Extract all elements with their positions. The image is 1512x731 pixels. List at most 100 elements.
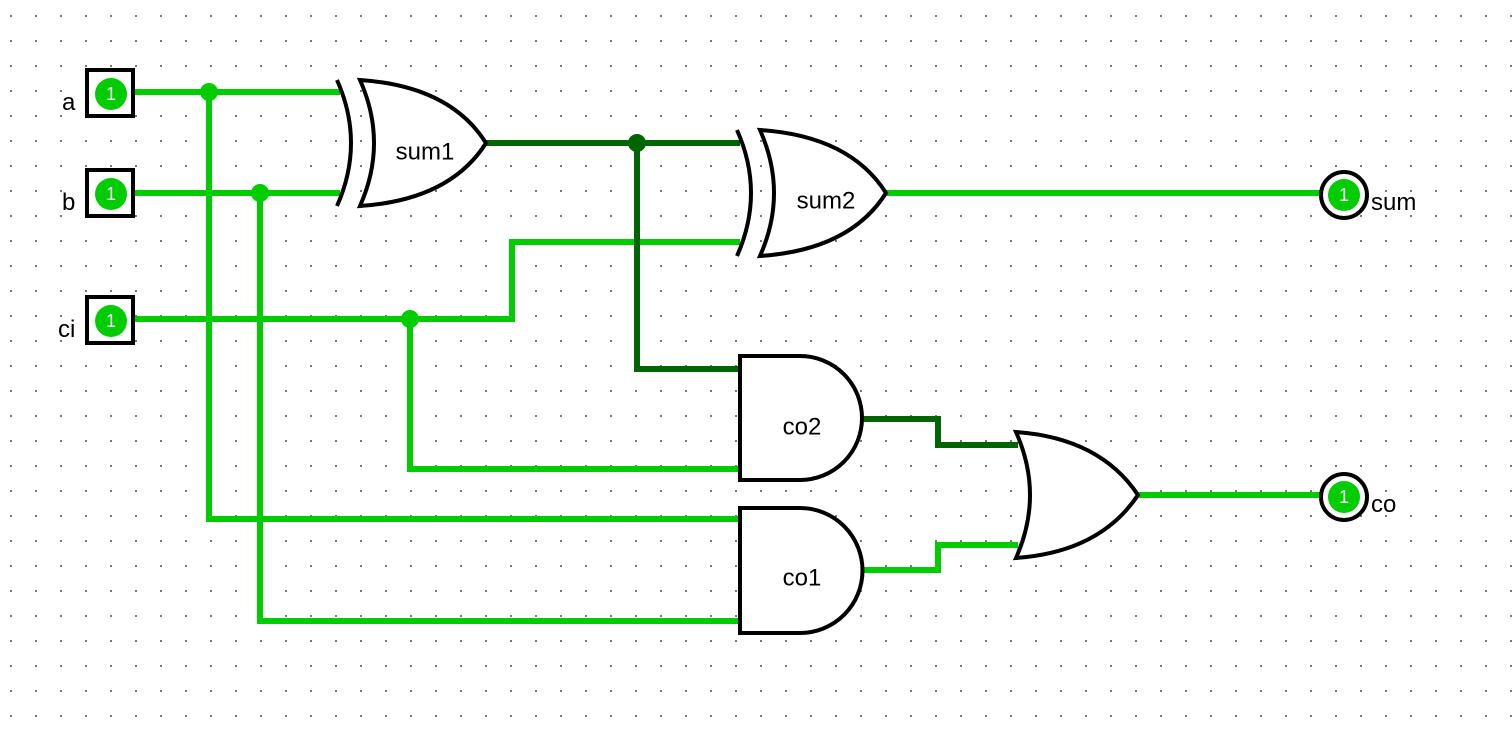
grid-dot [360,615,362,617]
gate-sum1[interactable]: sum1 [335,77,489,209]
grid-dot [735,65,737,67]
grid-dot [760,240,762,242]
grid-dot [1085,140,1087,142]
grid-dot [1410,640,1412,642]
grid-dot [1210,590,1212,592]
grid-dot [435,665,437,667]
grid-dot [485,365,487,367]
input-pin-ci[interactable]: ci 1 [58,295,135,345]
grid-dot [910,65,912,67]
grid-dot [635,640,637,642]
grid-dot [85,365,87,367]
grid-dot [635,565,637,567]
grid-dot [935,615,937,617]
grid-dot [210,565,212,567]
input-pin-b[interactable]: b 1 [62,168,135,218]
grid-dot [1310,265,1312,267]
grid-dot [510,540,512,542]
grid-dot [135,15,137,17]
grid-dot [260,165,262,167]
grid-dot [1185,490,1187,492]
grid-dot [1135,640,1137,642]
grid-dot [1260,90,1262,92]
gate-sum2[interactable]: sum2 [735,127,889,259]
gate-co1[interactable]: co1 [738,506,865,635]
grid-dot [1185,290,1187,292]
gate-or[interactable] [1012,429,1141,561]
grid-dot [285,240,287,242]
grid-dot [785,90,787,92]
grid-dot [285,365,287,367]
grid-dot [1335,140,1337,142]
pin-led [95,178,127,210]
grid-dot [185,415,187,417]
grid-dot [960,365,962,367]
grid-dot [1385,40,1387,42]
grid-dot [1410,215,1412,217]
grid-dot [1160,115,1162,117]
grid-dot [1035,390,1037,392]
grid-dot [985,665,987,667]
grid-dot [1485,665,1487,667]
grid-dot [960,715,962,717]
grid-dot [110,440,112,442]
grid-dot [660,415,662,417]
grid-dot [1510,40,1512,42]
grid-dot [635,690,637,692]
grid-dot [35,415,37,417]
grid-dot [810,490,812,492]
grid-dot [1435,440,1437,442]
output-pin-co[interactable]: 1 co [1319,472,1396,522]
grid-dot [560,615,562,617]
grid-dot [60,240,62,242]
grid-dot [235,415,237,417]
grid-dot [1385,565,1387,567]
grid-dot [1310,65,1312,67]
grid-dot [135,465,137,467]
grid-dot [535,490,537,492]
grid-dot [510,565,512,567]
grid-dot [60,90,62,92]
grid-dot [535,115,537,117]
grid-dot [460,440,462,442]
grid-dot [835,65,837,67]
grid-dot [1210,565,1212,567]
xor-input-arc [335,79,353,207]
grid-dot [460,340,462,342]
grid-dot [1485,415,1487,417]
grid-dot [960,665,962,667]
grid-dot [785,340,787,342]
grid-dot [1435,465,1437,467]
grid-dot [1285,315,1287,317]
grid-dot [1160,590,1162,592]
grid-dot [60,415,62,417]
grid-dot [1485,40,1487,42]
grid-dot [185,490,187,492]
gate-co2[interactable]: co2 [738,354,864,482]
grid-dot [160,440,162,442]
grid-dot [1285,715,1287,717]
grid-dot [435,65,437,67]
grid-dot [235,215,237,217]
grid-dot [1235,265,1237,267]
grid-dot [885,390,887,392]
grid-dot [1435,390,1437,392]
input-pin-a[interactable]: a 1 [62,68,135,118]
grid-dot [135,665,137,667]
grid-dot [110,165,112,167]
grid-dot [1460,265,1462,267]
grid-dot [110,465,112,467]
grid-dot [660,315,662,317]
junction-dot [628,134,646,152]
grid-dot [485,715,487,717]
grid-dot [160,515,162,517]
grid-dot [1310,690,1312,692]
grid-dot [1410,615,1412,617]
grid-dot [460,615,462,617]
grid-dot [485,265,487,267]
grid-dot [1035,565,1037,567]
output-pin-sum[interactable]: 1 sum [1319,170,1416,220]
grid-dot [735,565,737,567]
